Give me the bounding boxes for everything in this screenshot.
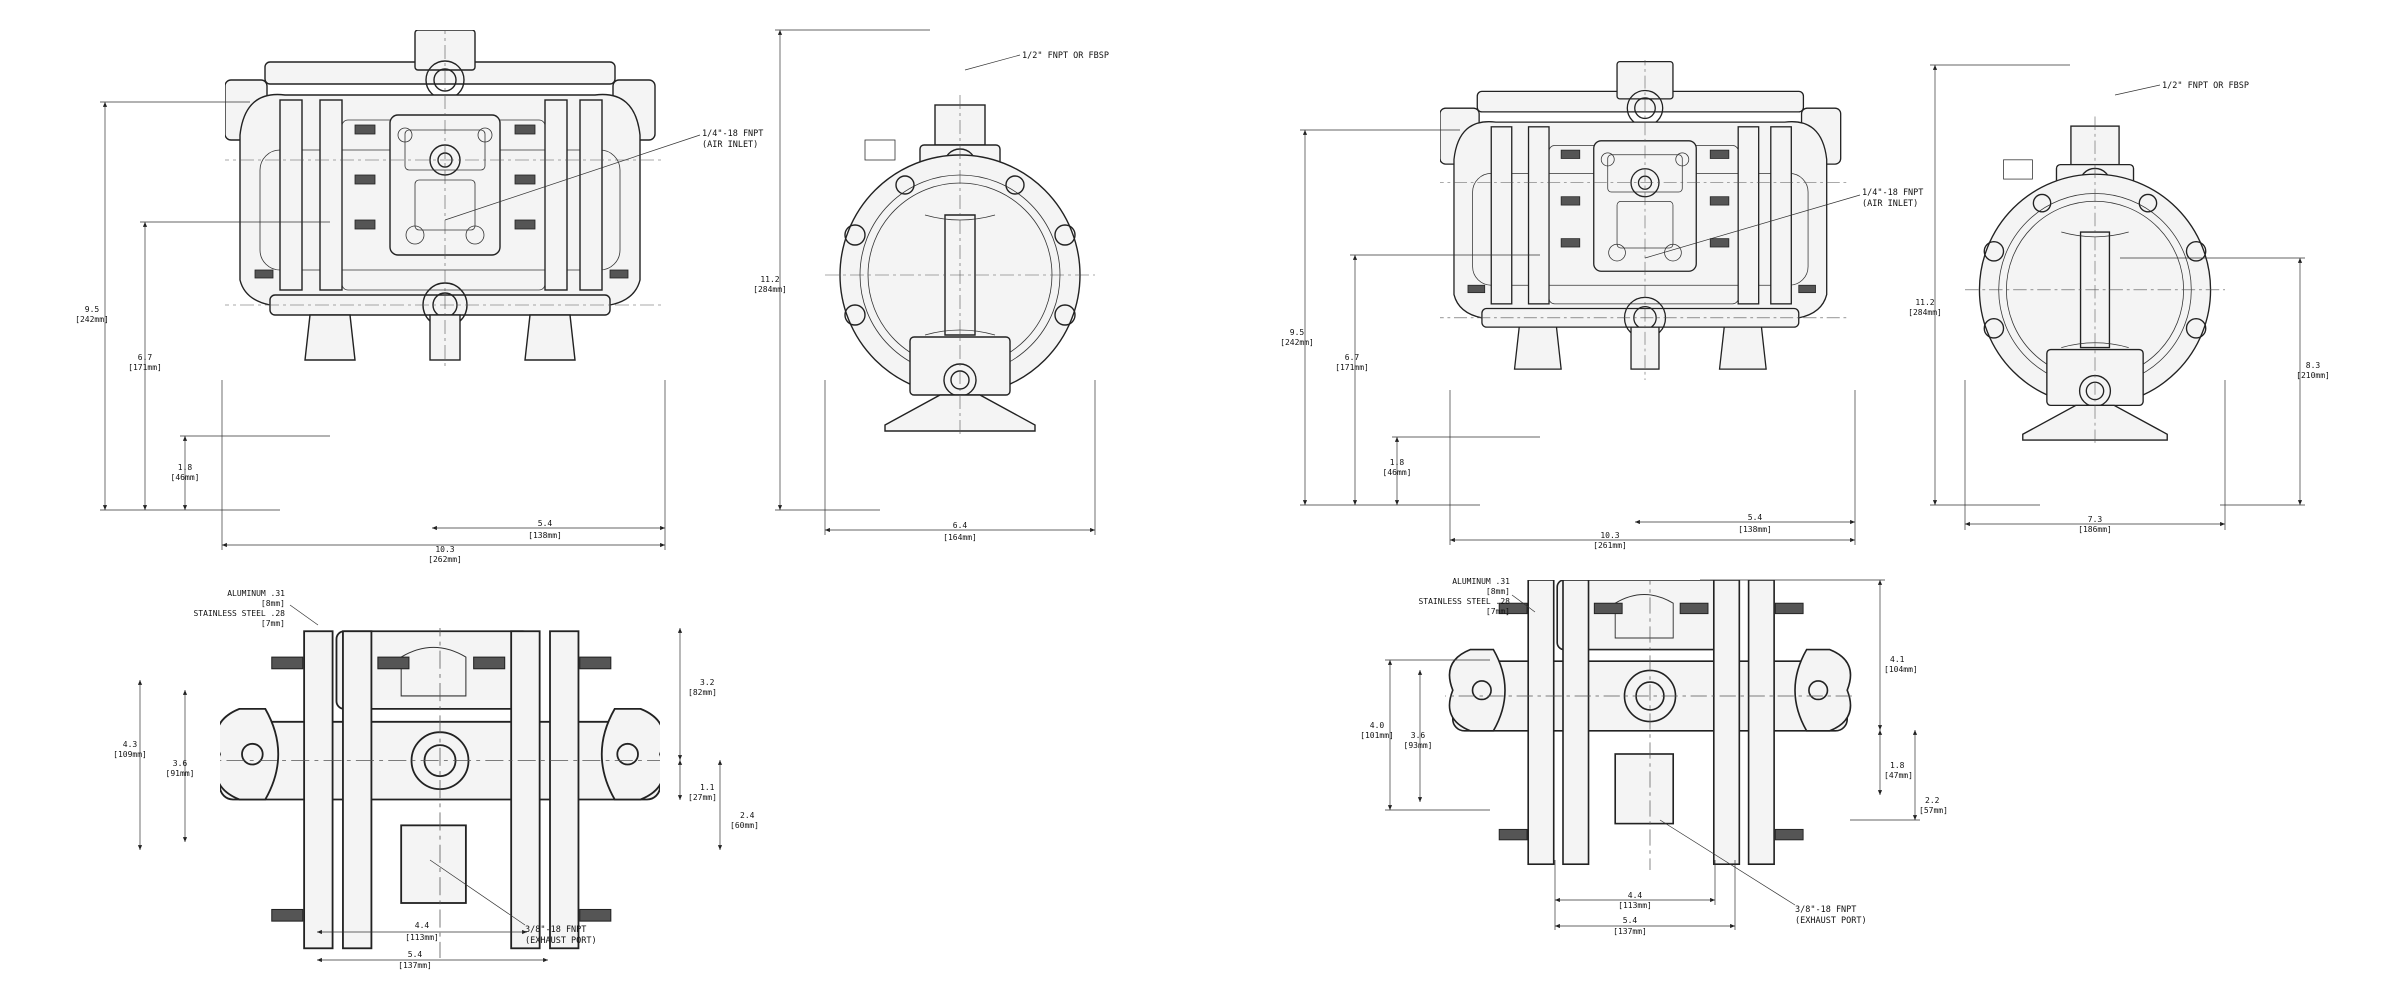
left-top-dim-w-bolt-mm: [91mm]: [166, 769, 195, 778]
left-top-dim-l-inner: 4.4: [415, 921, 430, 930]
right-front-dim-h-overall: 9.5: [1290, 328, 1305, 337]
left-top-dim-l-inner-mm: [113mm]: [405, 933, 439, 942]
right-top-exhaust-line1: 3/8"-18 FNPT: [1795, 905, 1856, 915]
right-front-dim-w-overall: 10.3: [1600, 531, 1619, 540]
right-front-dim-h-overall-mm: [242mm]: [1280, 338, 1314, 347]
left-side-dim-h-overall: 11.2: [760, 275, 779, 284]
left-top-view: ALUMINUM .31 [8mm] STAINLESS STEEL .28 […: [113, 589, 759, 970]
right-side-view: 1/2" FNPT OR FBSP 11.2 [284mm] 8.3 [210m…: [1908, 64, 2330, 534]
left-top-material-al-mm: [8mm]: [261, 599, 285, 608]
left-side-view: 1/2" FNPT OR FBSP 11.2 [284mm] 6.4 [164m…: [753, 29, 1109, 542]
left-side-dim-h-overall-mm: [284mm]: [753, 285, 787, 294]
left-side-dim-w-base: 6.4: [953, 521, 968, 530]
right-top-dim-d-low-mm: [57mm]: [1919, 806, 1948, 815]
right-side-dim-h-center-mm: [210mm]: [2296, 371, 2330, 380]
right-front-dim-w-half-mm: [138mm]: [1738, 525, 1772, 534]
left-top-material-ss-mm: [7mm]: [261, 619, 285, 628]
right-top-dim-w-bolt: 3.6: [1411, 731, 1426, 740]
right-top-dim-w-total-mm: [101mm]: [1360, 731, 1394, 740]
left-front-dim-h-overall: 9.5: [85, 305, 100, 314]
left-front-dim-w-half: 5.4: [538, 519, 553, 528]
left-top-dim-d-low-mm: [60mm]: [730, 821, 759, 830]
right-top-dim-w-bolt-mm: [93mm]: [1404, 741, 1433, 750]
right-front-dim-h-outlet-mm: [46mm]: [1383, 468, 1412, 477]
left-front-dim-w-overall: 10.3: [435, 545, 454, 554]
left-side-port-note: 1/2" FNPT OR FBSP: [1022, 51, 1109, 61]
right-top-dim-l-outer-mm: [137mm]: [1613, 927, 1647, 936]
right-side-dim-h-overall-mm: [284mm]: [1908, 308, 1942, 317]
right-side-dim-h-center: 8.3: [2306, 361, 2321, 370]
left-top-dim-w-total: 4.3: [123, 740, 138, 749]
left-air-inlet-line1: 1/4"-18 FNPT: [702, 129, 763, 139]
left-front-dim-w-overall-mm: [262mm]: [428, 555, 462, 564]
right-top-dim-d-mid: 1.8: [1890, 761, 1905, 770]
right-top-material-ss: STAINLESS STEEL .28: [1418, 597, 1510, 606]
right-front-dim-w-half: 5.4: [1748, 513, 1763, 522]
left-top-dim-d-top-mm: [82mm]: [688, 688, 717, 697]
right-top-material-al-mm: [8mm]: [1486, 587, 1510, 596]
right-front-dim-w-overall-mm: [261mm]: [1593, 541, 1627, 550]
left-front-dim-h-outlet: 1.8: [178, 463, 193, 472]
right-front-dim-h-center-mm: [171mm]: [1335, 363, 1369, 372]
right-top-dim-d-low: 2.2: [1925, 796, 1940, 805]
left-top-dim-w-bolt: 3.6: [173, 759, 188, 768]
right-top-dim-l-outer: 5.4: [1623, 916, 1638, 925]
left-top-dim-l-outer: 5.4: [408, 950, 423, 959]
right-side-dim-h-overall: 11.2: [1915, 298, 1934, 307]
right-front-dim-h-outlet: 1.8: [1390, 458, 1405, 467]
left-side-dim-w-base-mm: [164mm]: [943, 533, 977, 542]
left-air-inlet-line2: (AIR INLET): [702, 140, 758, 150]
left-front-view: 1/4"-18 FNPT (AIR INLET) 9.5 [242mm] 6.7…: [75, 30, 763, 564]
right-air-inlet-line2: (AIR INLET): [1862, 199, 1918, 209]
right-top-exhaust-line2: (EXHAUST PORT): [1795, 916, 1867, 926]
right-set: 1/4"-18 FNPT (AIR INLET) 9.5 [242mm] 6.7…: [1280, 60, 2330, 936]
right-front-dim-h-center: 6.7: [1345, 353, 1360, 362]
right-top-dim-d-top-mm: [104mm]: [1884, 665, 1918, 674]
left-top-dim-d-low: 2.4: [740, 811, 755, 820]
right-front-view: 1/4"-18 FNPT (AIR INLET) 9.5 [242mm] 6.7…: [1280, 60, 1923, 550]
right-side-dim-w-base-mm: [186mm]: [2078, 525, 2112, 534]
left-front-dim-w-half-mm: [138mm]: [528, 531, 562, 540]
left-front-dim-h-center: 6.7: [138, 353, 153, 362]
right-top-dim-w-total: 4.0: [1370, 721, 1385, 730]
left-top-dim-d-top: 3.2: [700, 678, 715, 687]
left-top-exhaust-line1: 3/8"-18 FNPT: [525, 925, 586, 935]
left-top-dim-d-mid: 1.1: [700, 783, 715, 792]
right-top-view: ALUMINUM .31 [8mm] STAINLESS STEEL .28 […: [1360, 577, 1948, 936]
right-top-dim-d-mid-mm: [47mm]: [1884, 771, 1913, 780]
left-top-exhaust-line2: (EXHAUST PORT): [525, 936, 597, 946]
right-top-dim-d-top: 4.1: [1890, 655, 1905, 664]
left-top-material-al: ALUMINUM .31: [227, 589, 285, 598]
right-top-material-ss-mm: [7mm]: [1486, 607, 1510, 616]
left-top-dim-w-total-mm: [109mm]: [113, 750, 147, 759]
right-top-material-al: ALUMINUM .31: [1452, 577, 1510, 586]
left-front-dim-h-outlet-mm: [46mm]: [171, 473, 200, 482]
left-front-dim-h-center-mm: [171mm]: [128, 363, 162, 372]
right-top-dim-l-inner: 4.4: [1628, 891, 1643, 900]
right-top-dim-l-inner-mm: [113mm]: [1618, 901, 1652, 910]
right-air-inlet-line1: 1/4"-18 FNPT: [1862, 188, 1923, 198]
left-set: 1/4"-18 FNPT (AIR INLET) 9.5 [242mm] 6.7…: [75, 29, 1109, 970]
left-front-dim-h-overall-mm: [242mm]: [75, 315, 109, 324]
right-side-dim-w-base: 7.3: [2088, 515, 2103, 524]
left-top-dim-d-mid-mm: [27mm]: [688, 793, 717, 802]
right-side-port-note: 1/2" FNPT OR FBSP: [2162, 81, 2249, 91]
left-top-material-ss: STAINLESS STEEL .28: [193, 609, 285, 618]
left-top-dim-l-outer-mm: [137mm]: [398, 961, 432, 970]
